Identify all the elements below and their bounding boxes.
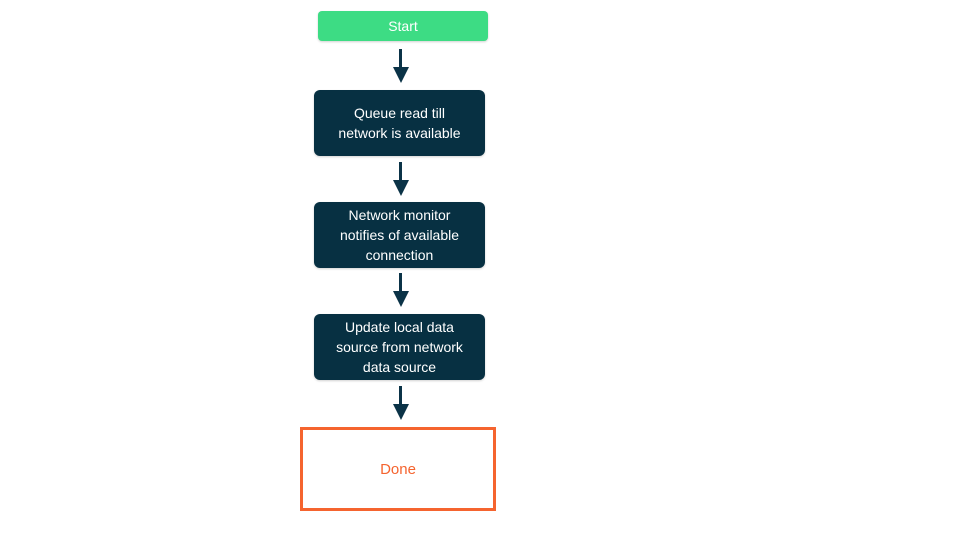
arrow-shaft	[399, 49, 402, 68]
arrow-head-icon	[392, 180, 409, 196]
flow-arrow-start-to-queue	[392, 49, 409, 83]
flow-arrow-update-to-done	[392, 386, 409, 420]
flow-node-done: Done	[300, 427, 496, 511]
flow-node-network-monitor: Network monitor notifies of available co…	[314, 202, 485, 268]
arrow-head-icon	[392, 67, 409, 83]
arrow-shaft	[399, 162, 402, 181]
flow-node-queue-read: Queue read till network is available	[314, 90, 485, 156]
arrow-shaft	[399, 273, 402, 292]
flow-arrow-monitor-to-update	[392, 273, 409, 307]
flow-node-update-local-data: Update local data source from network da…	[314, 314, 485, 380]
flow-node-start: Start	[318, 11, 488, 41]
flow-arrow-queue-to-monitor	[392, 162, 409, 196]
arrow-shaft	[399, 386, 402, 405]
arrow-head-icon	[392, 404, 409, 420]
arrow-head-icon	[392, 291, 409, 307]
